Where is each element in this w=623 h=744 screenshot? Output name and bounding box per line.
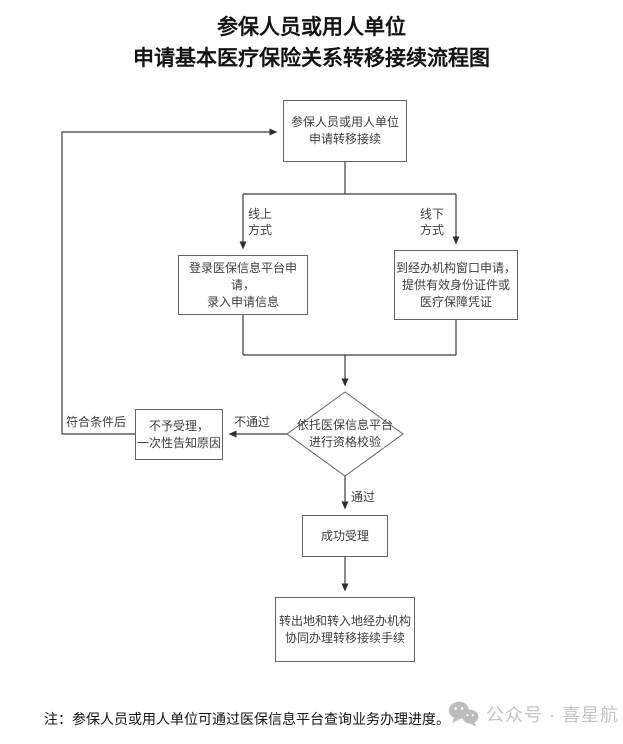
decision-diamond-shape (286, 391, 404, 477)
node-decision-label: 依托医保信息平台 进行资格校验 (296, 418, 393, 449)
node-offline-box: 到经办机构窗口申请， 提供有效身份证件或 医疗保障凭证 (394, 250, 518, 320)
title-line2: 申请基本医疗保险关系转移接续流程图 (133, 46, 490, 70)
branch-label-online: 线上 方式 (248, 207, 273, 237)
flow-arrows (61, 128, 460, 592)
watermark: 公众号 · 喜星航 (448, 700, 619, 728)
title-line1: 参保人员或用人单位 (217, 15, 406, 39)
node-online-box: 登录医保信息平台申请， 录入申请信息 (178, 255, 308, 315)
page-title: 参保人员或用人单位 申请基本医疗保险关系转移接续流程图 (0, 12, 623, 74)
edge-label-fail: 不通过 (233, 415, 270, 429)
footnote: 注：参保人员或用人单位可通过医保信息平台查询业务办理进度。 (44, 713, 450, 728)
node-start-box: 参保人员或用人单位 申请转移接续 (283, 100, 407, 162)
connector-requalify-loop (61, 128, 278, 435)
node-final-box: 转出地和转入地经办机构 协同办理转移接续手续 (275, 597, 415, 662)
node-success-box: 成功受理 (302, 515, 388, 557)
wechat-icon (448, 701, 479, 727)
node-reject-box: 不予受理， 一次性告知原因 (135, 409, 223, 460)
edge-label-requalify: 符合条件后 (66, 415, 127, 429)
watermark-text: 公众号 · 喜星航 (486, 705, 619, 725)
branch-label-offline: 线下 方式 (420, 207, 445, 237)
edge-label-pass: 通过 (351, 490, 376, 504)
